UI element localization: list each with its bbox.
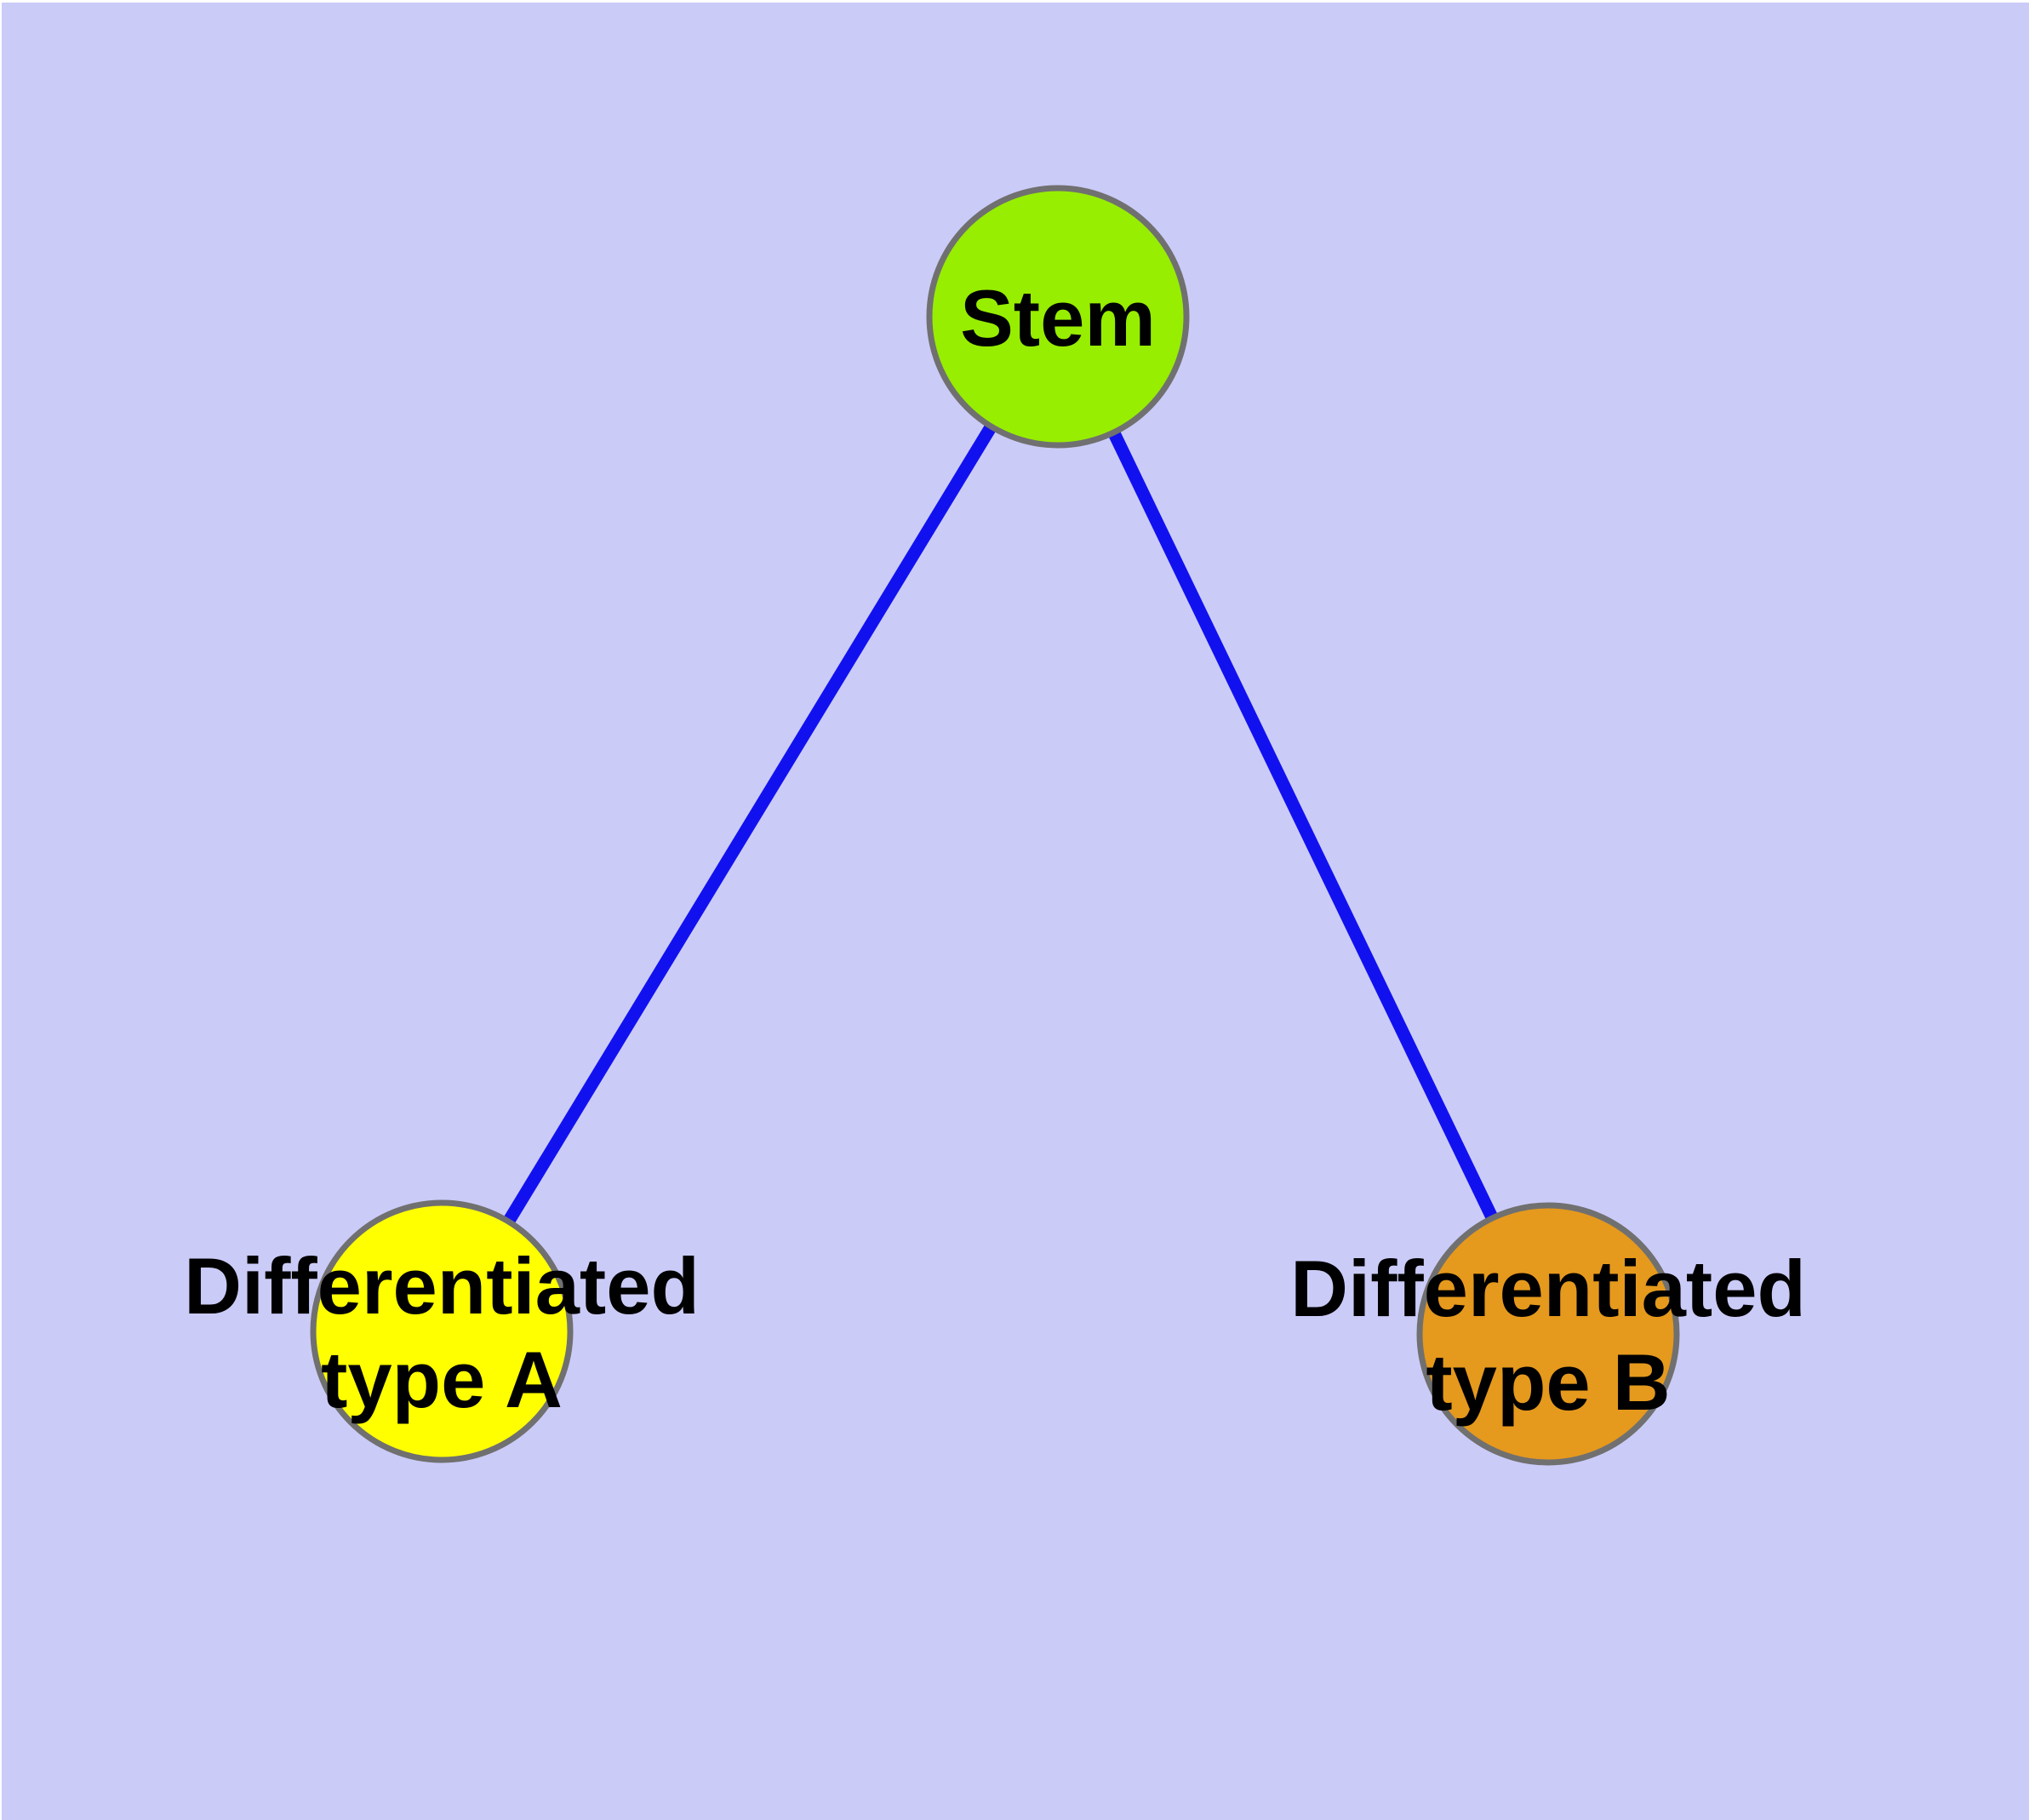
node-label-stem: Stem [960, 273, 1156, 363]
node-label-line: Stem [960, 273, 1156, 363]
node-label-line: Differentiated [184, 1241, 700, 1331]
node-label-line: type A [321, 1335, 563, 1424]
node-circle-diff-type-b [1416, 1202, 1680, 1466]
edge-stem-to-diff-type-a [436, 313, 1064, 1335]
node-label-line: Differentiated [1290, 1244, 1806, 1333]
edges-layer [436, 313, 1554, 1337]
node-circle-stem [926, 185, 1190, 449]
node-label-line: type B [1426, 1337, 1670, 1427]
node-circle-diff-type-a [310, 1199, 574, 1463]
nodes-layer [310, 185, 1680, 1466]
edge-stem-to-diff-type-b [1052, 313, 1554, 1337]
